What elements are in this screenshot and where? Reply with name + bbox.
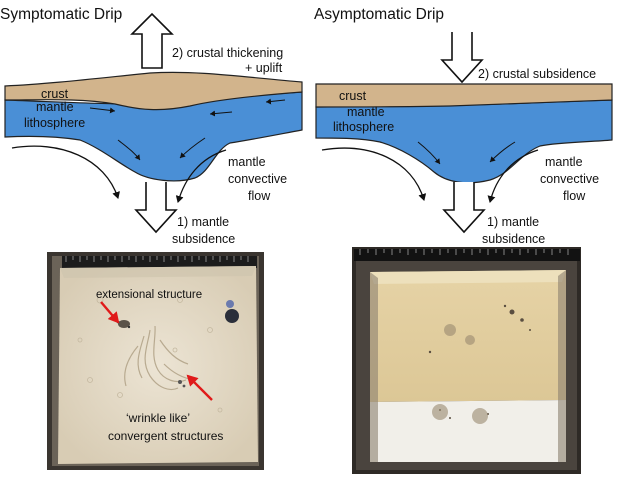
convective-flow-arrow	[321, 147, 427, 201]
crust-label: crust	[339, 89, 367, 103]
mantle-subsidence-label-2: subsidence	[482, 232, 545, 246]
ruler	[354, 249, 580, 261]
crustal-thickening-label: 2) crustal thickening	[172, 46, 283, 60]
lithosphere-flow-arrow	[489, 141, 516, 163]
symptomatic-drip-title: Symptomatic Drip	[0, 6, 122, 23]
lithosphere-flow-arrow	[417, 141, 441, 165]
lithosphere-label: lithosphere	[24, 116, 85, 130]
mantle-label: mantle	[36, 100, 74, 114]
lithosphere-flow-arrow	[89, 107, 116, 114]
subsidence-arrow	[442, 182, 486, 234]
lithosphere-flow-arrow	[265, 98, 286, 105]
symptomatic-experiment-photo: extensional structure ‘wrinkle like’ con…	[47, 252, 264, 470]
wrinkle-label-2: convergent structures	[108, 429, 223, 443]
crust-layer	[315, 83, 613, 108]
symptomatic-drip-panel: Symptomatic Drip 2) crustal thickening +…	[0, 6, 303, 246]
asymptomatic-experiment-photo	[352, 247, 581, 474]
convective-flow-arrow	[175, 149, 227, 203]
convective-label-1: mantle	[545, 155, 583, 169]
marker-dot	[225, 309, 239, 323]
convective-flow-arrow	[487, 149, 539, 203]
subsidence-arrow	[134, 182, 178, 234]
ruler-ticks	[65, 256, 249, 262]
annotation-arrow	[100, 301, 120, 324]
extensional-spot	[118, 320, 130, 328]
lithosphere-flow-arrow	[117, 139, 141, 161]
crustal-subsidence-label: 2) crustal subsidence	[478, 67, 596, 81]
ruler	[62, 256, 257, 268]
mantle-subsidence-label-1: 1) mantle	[487, 215, 539, 229]
crust-label: crust	[41, 87, 69, 101]
mantle-label: mantle	[347, 105, 385, 119]
convective-label-1: mantle	[228, 155, 266, 169]
asymptomatic-drip-panel: Asymptomatic Drip 2) crustal subsidence …	[314, 6, 613, 246]
convective-flow-arrow	[11, 145, 120, 199]
lithosphere-flow-arrow	[209, 110, 233, 117]
convective-label-3: flow	[248, 189, 271, 203]
mantle-subsidence-label-2: subsidence	[172, 232, 235, 246]
wrinkle-label-1: ‘wrinkle like’	[126, 411, 190, 425]
convective-label-2: convective	[228, 172, 287, 186]
uplift-arrow	[130, 12, 174, 69]
crustal-subsidence-arrow	[440, 32, 484, 84]
mantle-subsidence-label-1: 1) mantle	[177, 215, 229, 229]
annotation-arrow	[186, 374, 213, 401]
convective-label-3: flow	[563, 189, 586, 203]
convective-label-2: convective	[540, 172, 599, 186]
crust-layer	[4, 71, 303, 111]
uplift-label: + uplift	[245, 61, 283, 75]
asymptomatic-drip-title: Asymptomatic Drip	[314, 6, 444, 23]
lithosphere-label: lithosphere	[333, 120, 394, 134]
white-sand-region	[370, 400, 566, 462]
ruler-ticks	[359, 249, 569, 255]
lithosphere-flow-arrow	[179, 137, 206, 159]
wrinkle-structures	[124, 325, 195, 391]
extensional-structure-label: extensional structure	[96, 289, 202, 301]
